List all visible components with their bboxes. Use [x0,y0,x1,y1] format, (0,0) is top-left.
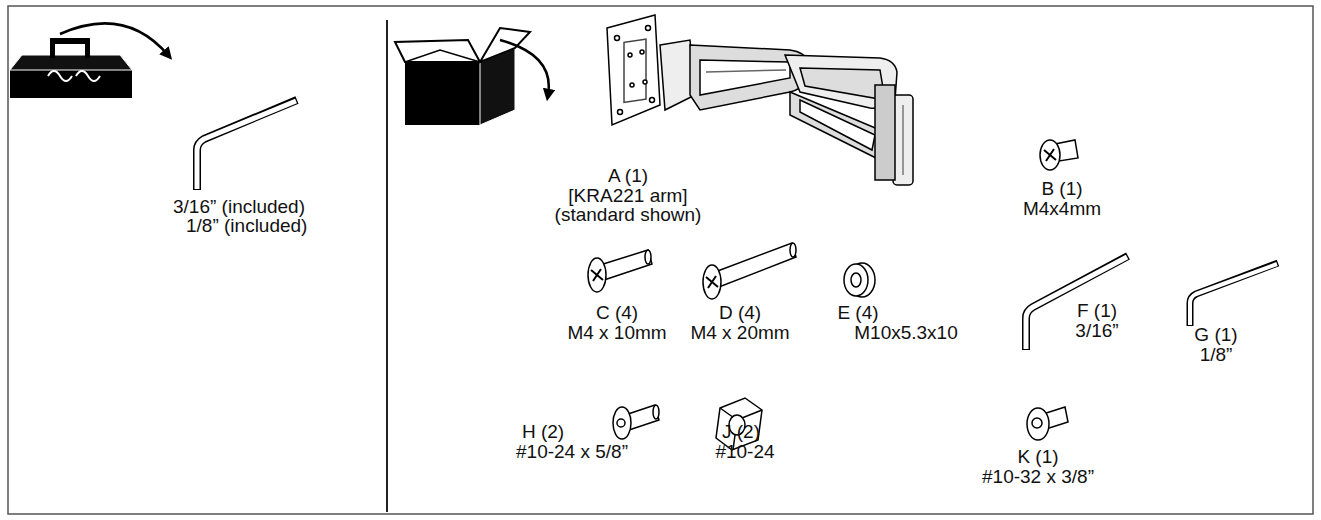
part-letter: A (1) [608,166,648,186]
part-letter: F (1) [1077,301,1117,321]
hex-key-f [1026,256,1128,350]
part-letter: E (4) [837,303,878,323]
part-size: M4 x 20mm [690,323,789,343]
part-letter: H (2) [522,422,564,442]
part-letter: J (2) [722,422,760,442]
screw-d [703,243,796,299]
part-size: M4x4mm [1023,199,1101,219]
part-letter: C (4) [596,303,638,323]
tool-size: 1/8” (included) [186,216,307,236]
part-letter: B (1) [1041,179,1082,199]
hex-key-g [1190,263,1278,326]
part-size: #10-24 [715,442,774,462]
part-size: #10-24 x 5/8” [516,442,628,462]
part-letter: G (1) [1194,325,1237,345]
box-icon [395,28,549,125]
frame [8,6,1313,514]
part-note: (standard shown) [555,205,702,225]
part-size: M10x5.3x10 [854,323,958,343]
tool-size: 3/16” (included) [173,197,305,217]
screw-b [1040,140,1078,170]
divider [386,20,388,512]
hex-key [197,100,297,190]
part-letter: K (1) [1017,447,1058,467]
part-letter: D (4) [719,303,761,323]
part-size: #10-32 x 3/8” [982,467,1094,487]
screw-h [613,405,659,439]
part-name: [KRA221 arm] [568,186,687,206]
toolbox-icon [10,23,168,98]
part-size: 1/8” [1200,345,1233,365]
part-size: M4 x 10mm [567,323,666,343]
part-size: 3/16” [1075,321,1118,341]
screw-k [1027,407,1068,440]
screw-c [588,250,652,292]
monitor-arm [607,15,913,185]
washer-e [844,263,875,297]
